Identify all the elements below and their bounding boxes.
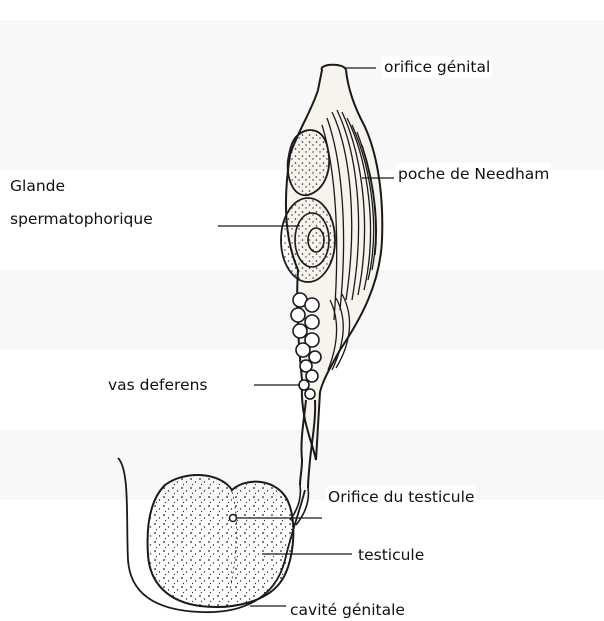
- label-vas-deferens: vas deferens: [106, 374, 210, 396]
- label-orifice-genital: orifice génital: [382, 56, 492, 78]
- label-testicule: testicule: [356, 544, 426, 566]
- label-orifice-testicule: Orifice du testicule: [326, 486, 476, 508]
- testis: [148, 475, 294, 607]
- label-poche-needham: poche de Needham: [396, 163, 551, 185]
- label-glande-line2: spermatophorique: [8, 208, 155, 230]
- label-glande-line1: Glande: [8, 175, 67, 197]
- testis-orifice-dot: [230, 515, 237, 522]
- label-cavite-genitale: cavité génitale: [288, 599, 407, 621]
